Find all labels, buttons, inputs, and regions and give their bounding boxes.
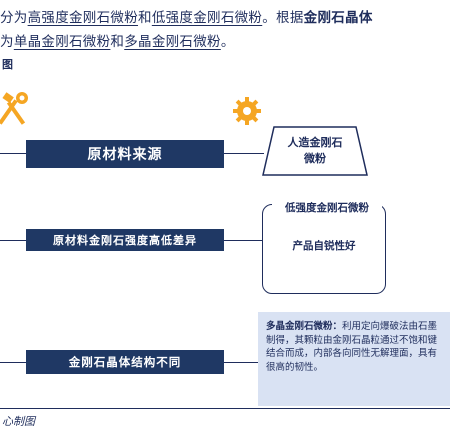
intro-text: 和 — [138, 10, 152, 26]
intro-term-high: 高强度金刚石微粉 — [27, 10, 139, 26]
row-label: 金刚石晶体结构不同 — [68, 355, 182, 369]
connector-line — [0, 240, 26, 241]
low-strength-tab: 低强度金刚石微粉 — [272, 197, 382, 217]
connector-line — [0, 362, 26, 363]
low-strength-box — [262, 204, 386, 294]
low-strength-text: 产品自锐性好 — [292, 240, 356, 252]
trapezoid-shape — [262, 126, 368, 176]
connector-line — [224, 362, 258, 363]
intro-text: 和 — [110, 34, 125, 50]
intro-line-1: 分为高强度金刚石微粉和低强度金刚石微粉。根据金刚石晶体 — [0, 6, 373, 26]
intro-text: 分为 — [0, 10, 28, 26]
intro-term-low: 低强度金刚石微粉 — [151, 10, 263, 26]
row-source-box: 原材料来源 — [26, 140, 224, 168]
row-label: 原材料来源 — [87, 147, 163, 163]
row-crystal-box: 金刚石晶体结构不同 — [26, 350, 224, 374]
intro-text: 为 — [0, 34, 14, 50]
source-note: 心制图 — [2, 415, 35, 428]
figure-label: 图 — [2, 58, 13, 71]
bottom-rule — [0, 408, 450, 409]
intro-text: 。 — [220, 34, 235, 50]
gear-icon — [233, 97, 261, 125]
intro-line-2: 为单晶金刚石微粉和多晶金刚石微粉。 — [0, 30, 235, 50]
connector-line — [224, 153, 264, 154]
row-strength-box: 原材料金刚石强度高低差异 — [26, 229, 224, 251]
row-label: 原材料金刚石强度高低差异 — [53, 234, 197, 247]
hammer-wrench-icon — [0, 92, 28, 125]
trapezoid-line-2: 微粉 — [304, 152, 326, 165]
trapezoid-line-1: 人造金刚石 — [287, 136, 343, 149]
connector-line — [0, 153, 26, 154]
poly-title: 多晶金刚石微粉： — [266, 321, 343, 332]
intro-term-poly: 多晶金刚石微粉 — [124, 34, 221, 50]
poly-body: 利用定向爆破法由石墨制得，其颗粒由金刚石晶粒通过不饱和键结合而成，内部各向同性无… — [266, 321, 438, 373]
connector-line — [224, 240, 262, 241]
intro-term-single: 单晶金刚石微粉 — [13, 34, 111, 50]
intro-term-crystal: 金刚石晶体 — [303, 10, 373, 26]
artificial-diamond-trapezoid: 人造金刚石 微粉 — [262, 126, 368, 176]
poly-diamond-description: 多晶金刚石微粉：利用定向爆破法由石墨制得，其颗粒由金刚石晶粒通过不饱和键结合而成… — [258, 312, 450, 406]
intro-text: 。根据 — [262, 10, 304, 26]
